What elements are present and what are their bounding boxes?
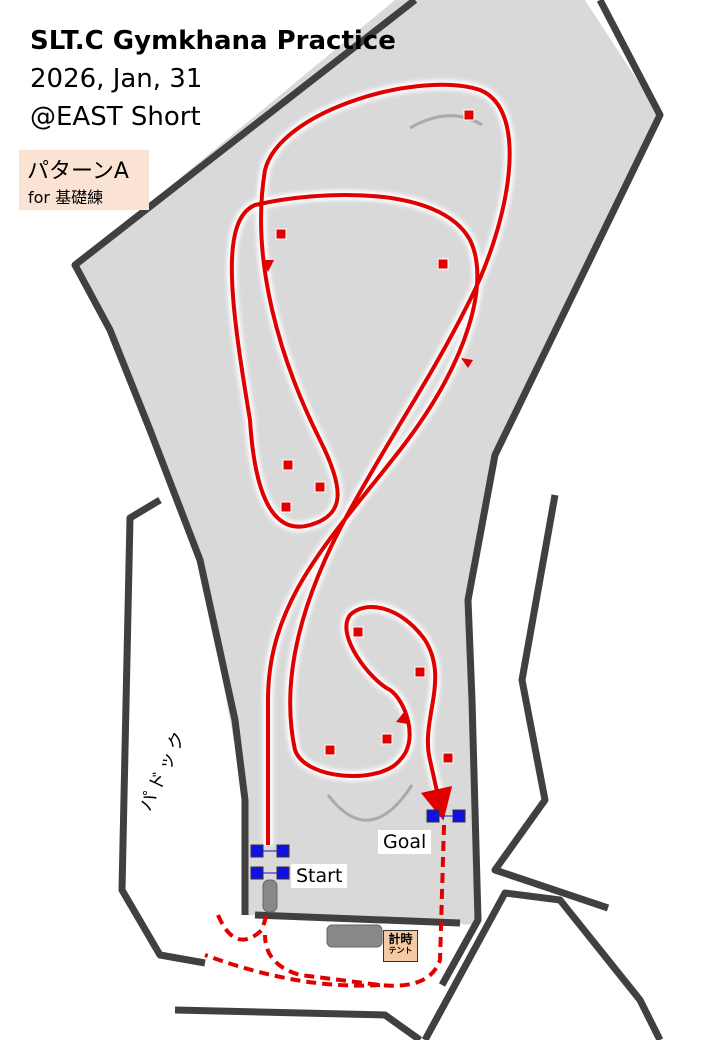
timing-tent: 計時 テント	[383, 930, 418, 962]
route	[226, 79, 515, 845]
tent-label-1: 計時	[388, 932, 413, 946]
pattern-subtitle: for 基礎練	[28, 188, 104, 207]
gate-markers	[250, 809, 466, 880]
tent-label-2: テント	[388, 946, 413, 955]
start-label: Start	[291, 864, 348, 888]
car-icon	[262, 879, 278, 913]
goal-label: Goal	[378, 830, 432, 854]
van-icon	[326, 924, 383, 948]
transfer-route	[204, 824, 446, 988]
boundary-walls	[71, 0, 664, 1040]
event-date: 2026, Jan, 31	[30, 64, 203, 94]
reference-arc-top	[409, 114, 483, 130]
pattern-badge: パターンA for 基礎練	[19, 150, 149, 210]
page-title: SLT.C Gymkhana Practice	[30, 26, 396, 56]
reference-arc-bottom	[326, 784, 414, 822]
pattern-name: パターンA	[27, 159, 129, 184]
course-surface	[75, 0, 660, 925]
cones	[275, 109, 475, 764]
venue: @EAST Short	[30, 102, 201, 132]
